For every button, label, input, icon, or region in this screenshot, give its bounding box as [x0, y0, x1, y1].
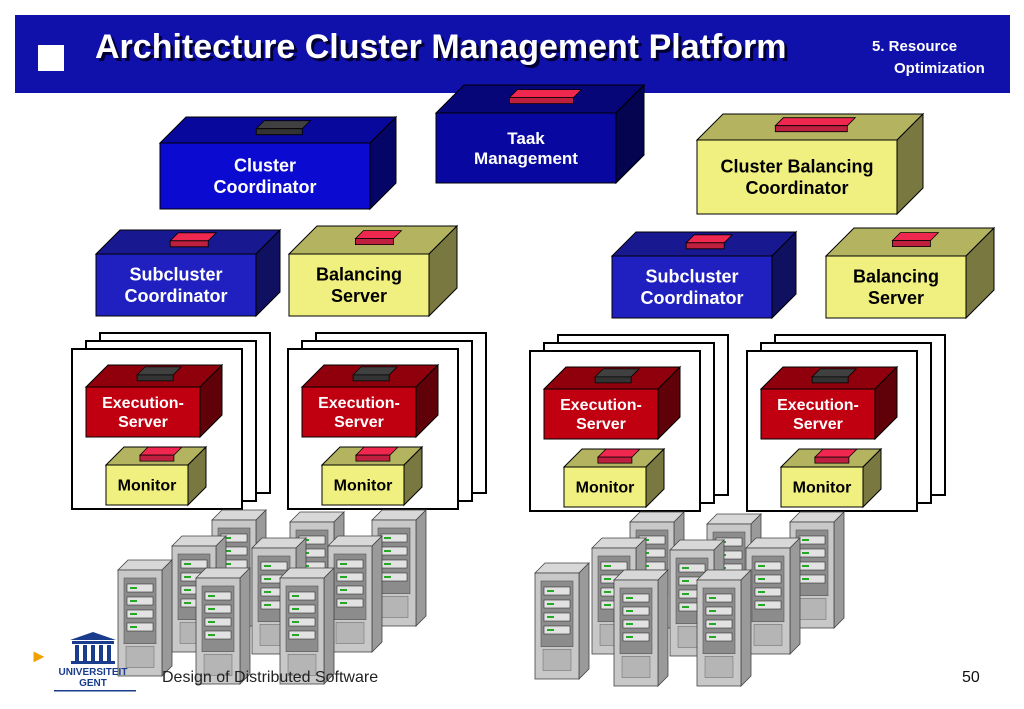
- chip-icon: [138, 446, 183, 456]
- chip-icon: [136, 366, 183, 376]
- exec-panel-1-execution-server-label: Execution-: [102, 395, 184, 412]
- server-tower-icon: [279, 567, 335, 685]
- exec-panel-2-execution-server-label: Execution-: [318, 395, 400, 412]
- subcluster-coordinator-right-label: Subcluster: [645, 267, 738, 287]
- exec-panel-4-execution-server-label: Execution-: [777, 397, 859, 414]
- balancing-server-right-label: Server: [868, 288, 924, 308]
- section-label-line2: Optimization: [894, 60, 985, 77]
- chip-icon: [354, 230, 403, 240]
- cluster-coordinator-label: Coordinator: [214, 177, 317, 197]
- taak-management-label: Taak: [507, 129, 545, 148]
- chip-icon: [685, 234, 734, 244]
- balancing-server-right-label: Balancing: [853, 267, 939, 287]
- cluster-balancing-coordinator-label: Coordinator: [746, 178, 849, 198]
- chip-icon: [508, 89, 583, 98]
- subcluster-coordinator-left-label: Coordinator: [125, 286, 228, 306]
- taak-management-label: Management: [474, 149, 578, 168]
- server-tower-icon: [195, 567, 251, 685]
- svg-text:GENT: GENT: [79, 678, 107, 689]
- exec-panel-1-monitor: Monitor: [104, 445, 208, 507]
- subcluster-coordinator-right-label: Coordinator: [641, 288, 744, 308]
- section-label: 5. Resource Optimization: [872, 36, 985, 80]
- exec-panel-4-execution-server: Execution- Server: [759, 365, 899, 441]
- chip-icon: [813, 448, 858, 458]
- bullet-square: [38, 45, 64, 71]
- server-tower-icon: [534, 562, 590, 680]
- server-tower-icon: [327, 535, 383, 653]
- exec-panel-4-execution-server-label: Server: [793, 416, 843, 433]
- university-logo: UNIVERSITEIT GENT: [54, 632, 136, 692]
- course-name: Design of Distributed Software: [162, 669, 379, 686]
- chip-icon: [891, 232, 940, 242]
- header-bar: [15, 15, 1010, 93]
- section-label-line1: 5. Resource: [872, 38, 958, 55]
- chip-icon: [596, 448, 641, 458]
- chip-icon: [169, 232, 218, 242]
- exec-panel-3-execution-server-label: Server: [576, 416, 626, 433]
- page-title: Architecture Cluster Management Platform: [95, 28, 787, 66]
- exec-panel-1-monitor-label: Monitor: [118, 478, 177, 495]
- cluster-balancing-coordinator-label: Cluster Balancing: [720, 157, 873, 177]
- server-tower-icon: [117, 559, 173, 677]
- chip-icon: [594, 368, 641, 378]
- cluster-coordinator-label: Cluster: [234, 156, 296, 176]
- chip-icon: [352, 366, 399, 376]
- chip-icon: [255, 120, 312, 130]
- exec-panel-2-execution-server: Execution- Server: [300, 363, 440, 439]
- server-tower-icon: [613, 569, 669, 687]
- exec-panel-4-monitor-label: Monitor: [793, 480, 852, 497]
- server-tower-icon: [696, 569, 752, 687]
- exec-panel-2-monitor-label: Monitor: [334, 478, 393, 495]
- servers-layer: [117, 509, 845, 687]
- exec-panel-2-execution-server-label: Server: [334, 414, 384, 431]
- chip-icon: [354, 446, 399, 456]
- exec-panel-3-monitor: Monitor: [562, 447, 666, 509]
- exec-panel-1-execution-server: Execution- Server: [84, 363, 224, 439]
- balancing-server-left-label: Server: [331, 286, 387, 306]
- footer-arrow-icon: ►: [30, 646, 48, 666]
- exec-panel-4-monitor: Monitor: [779, 447, 883, 509]
- subcluster-coordinator-left-label: Subcluster: [129, 265, 222, 285]
- exec-panel-3-execution-server-label: Execution-: [560, 397, 642, 414]
- exec-panel-3-monitor-label: Monitor: [576, 480, 635, 497]
- chip-icon: [811, 368, 858, 378]
- exec-panel-3-execution-server: Execution- Server: [542, 365, 682, 441]
- chip-icon: [774, 117, 857, 127]
- balancing-server-left-label: Balancing: [316, 265, 402, 285]
- page-number: 50: [962, 669, 980, 686]
- server-tower-icon: [745, 537, 801, 655]
- exec-panel-2-monitor: Monitor: [320, 445, 424, 507]
- exec-panel-1-execution-server-label: Server: [118, 414, 168, 431]
- svg-text:UNIVERSITEIT: UNIVERSITEIT: [59, 667, 128, 678]
